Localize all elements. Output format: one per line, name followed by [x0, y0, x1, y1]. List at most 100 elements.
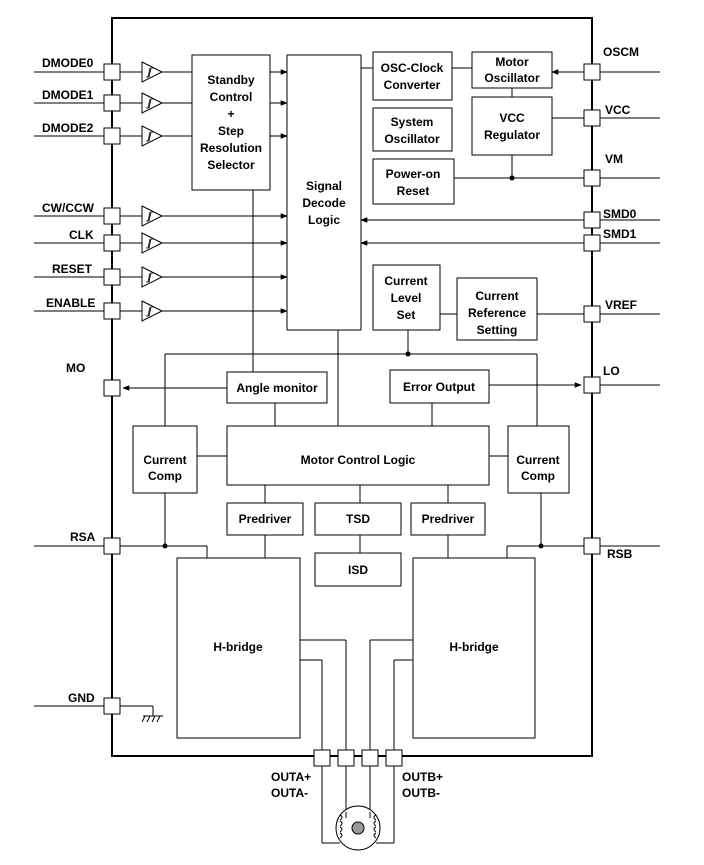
- pin-label-outb-minus: OUTB-: [402, 786, 440, 800]
- block-label: Resolution: [200, 141, 262, 155]
- block-label: Control: [210, 90, 253, 104]
- pin-label-rsa: RSA: [70, 530, 96, 544]
- pin-label-outa-minus: OUTA-: [271, 786, 308, 800]
- pin-label-cw-ccw: CW/CCW: [42, 201, 95, 215]
- pin-pad: [103, 268, 121, 286]
- schmitt-buffer-icon: [141, 125, 164, 147]
- pin-pad: [313, 749, 331, 767]
- block-label: OSC-Clock: [381, 61, 444, 75]
- pin-label-clk: CLK: [69, 228, 94, 242]
- pin-pad: [583, 234, 601, 252]
- block-label: Oscillator: [384, 132, 440, 146]
- pin-pad: [103, 207, 121, 225]
- stepper-motor-icon: [335, 805, 381, 851]
- block-label: Power-on: [386, 167, 441, 181]
- pin-pad: [583, 211, 601, 229]
- block-label: ISD: [348, 563, 368, 577]
- motor-control-logic-block: Motor Control Logic: [226, 425, 490, 486]
- pin-pad: [103, 63, 121, 81]
- block-label: Regulator: [484, 128, 540, 142]
- pin-label-lo: LO: [603, 364, 620, 378]
- pin-label-vref: VREF: [605, 298, 637, 312]
- left-pin-labels: DMODE0 DMODE1 DMODE2 CW/CCW CLK RESET EN…: [42, 56, 96, 705]
- pin-label-dmode0: DMODE0: [42, 56, 94, 70]
- pin-label-rsb: RSB: [607, 547, 633, 561]
- motor-oscillator-block: Motor Oscillator: [471, 51, 553, 89]
- block-label: Motor Control Logic: [301, 453, 416, 467]
- block-label: Reference: [468, 306, 526, 320]
- block-label: Standby: [207, 73, 255, 87]
- block-label: System: [391, 115, 434, 129]
- pin-pad: [103, 537, 121, 555]
- block-label: Decode: [302, 196, 346, 210]
- schmitt-buffer-icon: [141, 61, 164, 83]
- pin-pad: [361, 749, 379, 767]
- h-bridge-b-block: H-bridge: [412, 557, 536, 739]
- predriver-b-block: Predriver: [410, 502, 486, 536]
- pin-label-smd0: SMD0: [603, 207, 637, 221]
- current-reference-setting-block: Current Reference Setting: [456, 277, 538, 341]
- power-on-reset-block: Power-on Reset: [372, 158, 455, 205]
- current-comp-b-block: Current Comp: [507, 425, 570, 494]
- vcc-regulator-block: VCC Regulator: [471, 96, 553, 156]
- block-label: H-bridge: [213, 640, 263, 654]
- block-label: Step: [218, 124, 244, 138]
- block-label: Comp: [148, 469, 182, 483]
- block-label: Current: [143, 453, 186, 467]
- block-label: Level: [391, 291, 422, 305]
- block-label: Setting: [477, 323, 518, 337]
- block-label: Predriver: [239, 512, 292, 526]
- block-label: Angle monitor: [236, 381, 318, 395]
- pin-pad: [103, 234, 121, 252]
- block-label: Converter: [384, 78, 441, 92]
- pin-pad: [103, 302, 121, 320]
- block-label: Current: [516, 453, 559, 467]
- schmitt-buffer-icon: [141, 205, 164, 227]
- schmitt-buffer-icon: [141, 232, 164, 254]
- block-label: TSD: [346, 512, 370, 526]
- block-label: Error Output: [403, 380, 475, 394]
- pin-pad: [103, 94, 121, 112]
- block-label: Signal: [306, 179, 342, 193]
- block-label: Predriver: [422, 512, 475, 526]
- h-bridge-a-block: H-bridge: [176, 557, 301, 739]
- pin-label-gnd: GND: [68, 691, 95, 705]
- block-label: Current: [384, 274, 427, 288]
- schmitt-buffer-icon: [141, 300, 164, 322]
- signal-decode-logic-block: Signal Decode Logic: [286, 54, 362, 331]
- pin-label-mo: MO: [66, 361, 85, 375]
- system-oscillator-block: System Oscillator: [372, 107, 453, 152]
- pin-label-dmode1: DMODE1: [42, 88, 94, 102]
- input-buffers: [141, 61, 164, 322]
- block-label: Current: [475, 289, 518, 303]
- right-pin-labels: OSCM VCC VM SMD0 SMD1 VREF LO RSB: [603, 45, 639, 561]
- pin-pad: [103, 127, 121, 145]
- block-label: Comp: [521, 469, 555, 483]
- isd-block: ISD: [314, 552, 402, 587]
- pin-label-dmode2: DMODE2: [42, 121, 94, 135]
- block-label: Set: [397, 308, 416, 322]
- pin-pad: [103, 697, 121, 715]
- pin-label-oscm: OSCM: [603, 45, 639, 59]
- block-label: Motor: [495, 55, 529, 69]
- osc-clock-converter-block: OSC-Clock Converter: [372, 51, 453, 101]
- pin-label-outb-plus: OUTB+: [402, 770, 443, 784]
- pin-label-smd1: SMD1: [603, 227, 637, 241]
- pin-pad: [583, 537, 601, 555]
- block-label: Selector: [207, 158, 255, 172]
- standby-control-block: Standby Control + Step Resolution Select…: [191, 54, 271, 191]
- pin-pad: [385, 749, 403, 767]
- predriver-a-block: Predriver: [226, 502, 304, 536]
- pin-pad: [103, 379, 121, 397]
- schmitt-buffer-icon: [141, 92, 164, 114]
- pin-pad: [583, 63, 601, 81]
- pin-label-outa-plus: OUTA+: [271, 770, 311, 784]
- error-output-block: Error Output: [389, 369, 490, 404]
- wires: [34, 67, 660, 844]
- bottom-pin-labels: OUTA+ OUTA- OUTB+ OUTB-: [271, 770, 443, 800]
- block-label: VCC: [499, 111, 525, 125]
- pin-pad: [337, 749, 355, 767]
- block-label: Reset: [397, 184, 430, 198]
- pin-label-reset: RESET: [52, 262, 93, 276]
- pin-label-enable: ENABLE: [46, 296, 95, 310]
